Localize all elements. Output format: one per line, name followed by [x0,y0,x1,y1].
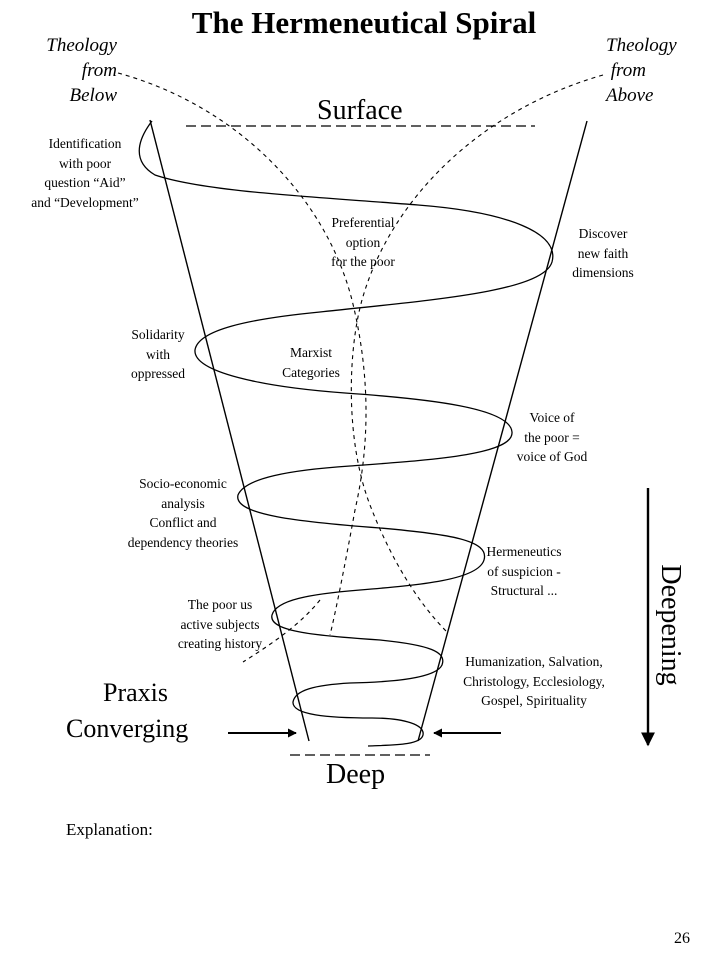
theology-from-above-label: Theology from Above [606,35,677,106]
label-preferential-option: Preferential option for the poor [331,215,395,269]
theology-from-below-curve [117,72,367,636]
label-solidarity: Solidarity with oppressed [131,327,185,381]
theology-from-below-label: Theology from Below [46,35,117,106]
converging-label: Converging [66,714,189,743]
label-identification: Identification with poor question “Aid” … [31,136,139,210]
theology-dashed-tail [242,599,321,663]
label-voice-of-poor: Voice of the poor = voice of God [516,410,588,464]
theology-from-above-curve [350,74,604,633]
surface-label: Surface [317,95,403,126]
label-humanization: Humanization, Salvation, Christology, Ec… [463,654,605,708]
label-hermeneutics-suspicion: Hermeneutics of suspicion - Structural .… [486,544,562,598]
explanation-label: Explanation: [66,820,153,839]
cone-left-side [149,119,310,742]
cone-right-side [417,120,588,742]
label-socio-economic: Socio-economic analysis Conflict and dep… [127,476,239,550]
deep-label: Deep [326,759,386,790]
label-discover: Discover new faith dimensions [572,226,634,280]
diagram-title: The Hermeneutical Spiral [191,5,537,40]
hermeneutical-spiral [138,120,554,747]
praxis-label: Praxis [103,678,168,707]
label-marxist-categories: Marxist Categories [282,345,340,380]
page-number: 26 [674,930,690,947]
deepening-label: Deepening [655,564,686,686]
label-poor-active-subjects: The poor us active subjects creating his… [177,597,263,651]
